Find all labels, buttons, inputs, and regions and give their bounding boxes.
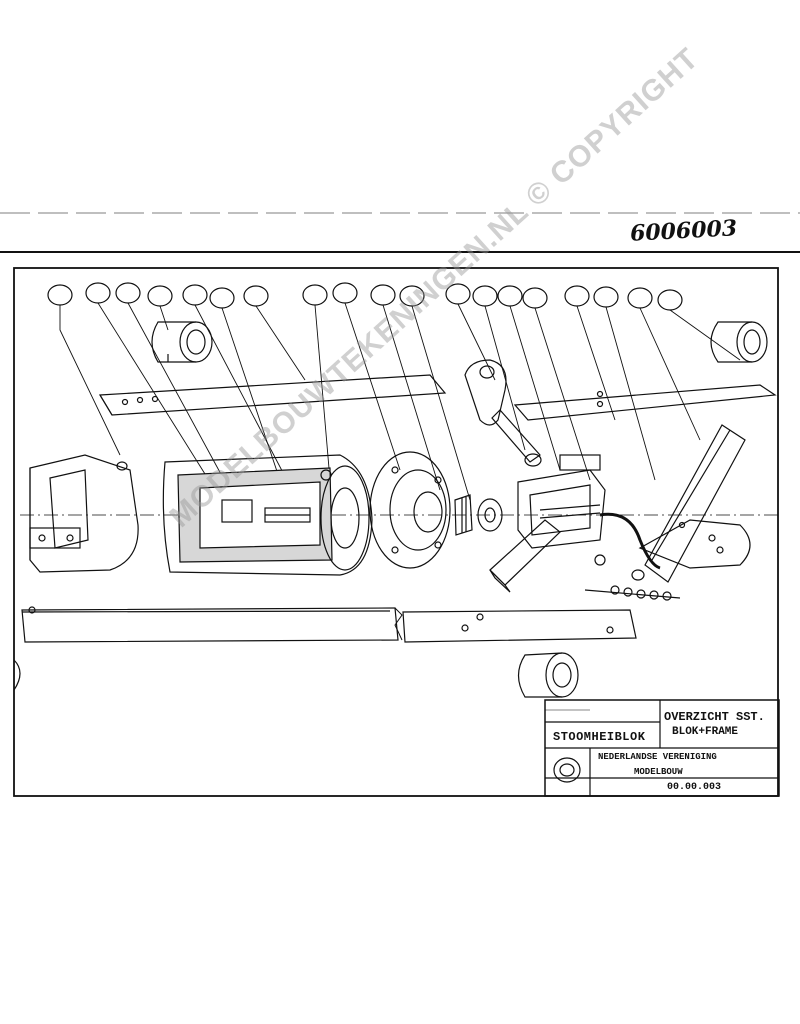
left-bracket-block (29, 454, 139, 573)
title-block-title-line2: BLOK+FRAME (672, 726, 739, 738)
lower-slide-bar (489, 519, 561, 593)
angled-frame-member (644, 424, 746, 583)
long-frame-rail (21, 606, 637, 643)
bushing-top-right (710, 321, 768, 363)
bushing-bottom (517, 652, 579, 698)
valve-rocker-lever (464, 359, 542, 467)
edge-fragment (13, 659, 21, 691)
gland-spring (454, 494, 503, 536)
title-block-drawing-number: 00.00.003 (667, 782, 722, 793)
association-logo (553, 757, 581, 783)
steam-cylinder-body (162, 454, 373, 576)
base-foot-plate (638, 519, 751, 569)
right-rail (513, 384, 777, 421)
title-block-organisation-line1: NEDERLANDSE VERENIGING (598, 752, 717, 762)
bolts-row (584, 554, 681, 601)
leader-lines (59, 302, 741, 511)
drawing-frame (13, 267, 779, 797)
valve-chest (517, 454, 606, 549)
steam-pipe (599, 512, 661, 570)
title-block-organisation-line2: MODELBOUW (634, 767, 683, 777)
bushing-top-left (151, 321, 213, 363)
title-block (544, 699, 780, 797)
title-block-title-line1: OVERZICHT SST. (664, 710, 765, 724)
part-callout-balloons (47, 282, 683, 311)
upper-rail (98, 374, 447, 416)
title-block-part-name: STOOMHEIBLOK (553, 730, 646, 744)
cylinder-cover-flange (369, 451, 451, 569)
